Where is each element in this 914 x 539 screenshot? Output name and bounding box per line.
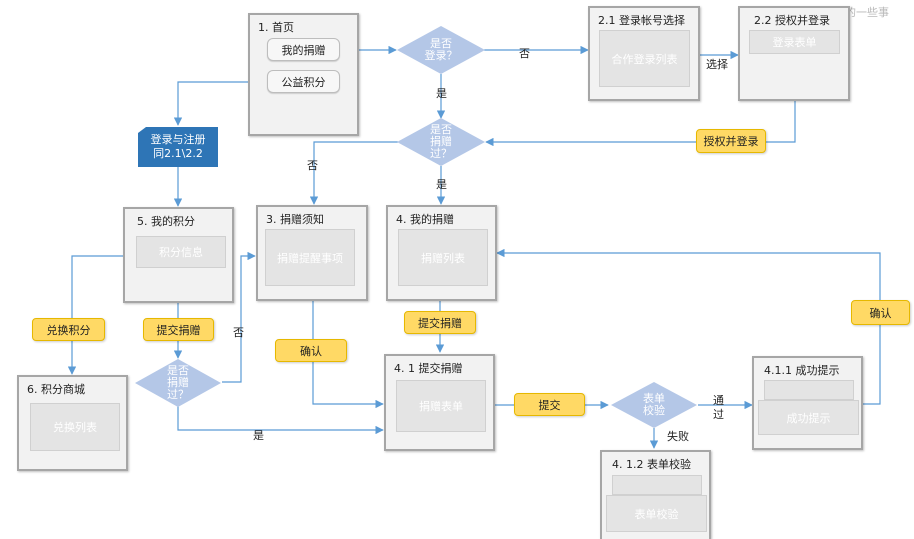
submit-donation-action-left: 提交捐赠 bbox=[143, 318, 214, 341]
decision-line: 过？ bbox=[430, 147, 452, 160]
login-note-line-2: 同2.1\2.2 bbox=[153, 147, 203, 160]
connector-success-confirm bbox=[496, 248, 881, 405]
donation-notice-placeholder: 捐赠提醒事项 bbox=[265, 229, 355, 286]
confirm-action-right: 确认 bbox=[851, 300, 910, 325]
form-check-text: 表单 校验 bbox=[610, 381, 698, 429]
label-donated-yes: 是 bbox=[436, 178, 447, 191]
decision-line: 捐赠 bbox=[167, 376, 189, 389]
submit-donation-action-mid: 提交捐赠 bbox=[404, 311, 476, 334]
connector-notice-confirm bbox=[312, 300, 384, 409]
label-login-no: 否 bbox=[519, 47, 530, 60]
page-title: 4. 1.2 表单校验 bbox=[612, 458, 691, 471]
label-pass-2: 过 bbox=[713, 408, 724, 421]
donated-check-text: 是否 捐赠 过？ bbox=[396, 117, 486, 167]
login-form-placeholder: 登录表单 bbox=[749, 30, 840, 54]
donation-form-placeholder: 捐赠表单 bbox=[396, 380, 486, 432]
decision-line: 是否 bbox=[430, 37, 452, 50]
connector-left-no bbox=[222, 251, 256, 383]
login-check-diamond bbox=[397, 26, 485, 74]
connector-points-to-note bbox=[173, 81, 268, 126]
page-title: 4. 1 提交捐赠 bbox=[394, 362, 463, 375]
decision-line: 是否 bbox=[430, 123, 452, 136]
form-check-diamond bbox=[611, 382, 697, 428]
form-check-placeholder: 表单校验 bbox=[606, 495, 707, 532]
label-select: 选择 bbox=[706, 58, 728, 71]
connector-authorize bbox=[485, 100, 796, 147]
submit-action: 提交 bbox=[514, 393, 585, 416]
left-donated-check-text: 是否 捐赠 过？ bbox=[134, 358, 222, 408]
page-title: 4. 我的捐赠 bbox=[396, 213, 454, 226]
page-title: 2.1 登录帐号选择 bbox=[598, 14, 685, 27]
redeem-points-action: 兑换积分 bbox=[32, 318, 105, 341]
charity-points-button[interactable]: 公益积分 bbox=[267, 70, 340, 93]
connector-left-yes bbox=[177, 406, 384, 435]
label-left-no: 否 bbox=[233, 326, 244, 339]
login-list-placeholder: 合作登录列表 bbox=[599, 30, 690, 87]
decision-line: 表单 bbox=[643, 392, 665, 405]
left-donated-check-diamond bbox=[135, 359, 221, 407]
authorize-login-action: 授权并登录 bbox=[696, 129, 766, 153]
confirm-action-left: 确认 bbox=[275, 339, 347, 362]
decision-line: 过？ bbox=[167, 388, 189, 401]
my-donation-button[interactable]: 我的捐赠 bbox=[267, 38, 340, 61]
decision-line: 是否 bbox=[167, 364, 189, 377]
page-title: 3. 捐赠须知 bbox=[266, 213, 324, 226]
success-bar-placeholder bbox=[764, 380, 854, 400]
page-title: 6. 积分商城 bbox=[27, 383, 85, 396]
decision-line: 捐赠 bbox=[430, 135, 452, 148]
label-donated-no: 否 bbox=[307, 159, 318, 172]
decision-line: 校验 bbox=[643, 404, 665, 417]
decision-line: 登录？ bbox=[424, 49, 458, 62]
page-title: 2.2 授权并登录 bbox=[754, 14, 830, 27]
page-title: 5. 我的积分 bbox=[137, 215, 195, 228]
points-info-placeholder: 积分信息 bbox=[136, 236, 226, 268]
label-pass-1: 通 bbox=[713, 394, 724, 407]
donation-list-placeholder: 捐赠列表 bbox=[398, 229, 488, 286]
redeem-list-placeholder: 兑换列表 bbox=[30, 403, 120, 451]
label-fail: 失败 bbox=[667, 430, 689, 443]
donated-check-diamond bbox=[397, 118, 485, 166]
form-check-bar-placeholder bbox=[612, 475, 702, 495]
label-login-yes: 是 bbox=[436, 87, 447, 100]
login-note: 登录与注册 同2.1\2.2 bbox=[138, 127, 218, 167]
success-placeholder: 成功提示 bbox=[758, 400, 859, 435]
page-title: 1. 首页 bbox=[258, 21, 294, 34]
login-note-shape bbox=[138, 127, 218, 167]
login-note-line-1: 登录与注册 bbox=[150, 133, 206, 146]
page-home: 1. 首页 bbox=[248, 13, 359, 136]
login-check-text: 是否 登录？ bbox=[396, 25, 486, 75]
label-left-yes: 是 bbox=[253, 429, 264, 442]
connector-redeem bbox=[67, 255, 124, 375]
connector-donated-no bbox=[309, 141, 398, 205]
page-title: 4.1.1 成功提示 bbox=[764, 364, 840, 377]
